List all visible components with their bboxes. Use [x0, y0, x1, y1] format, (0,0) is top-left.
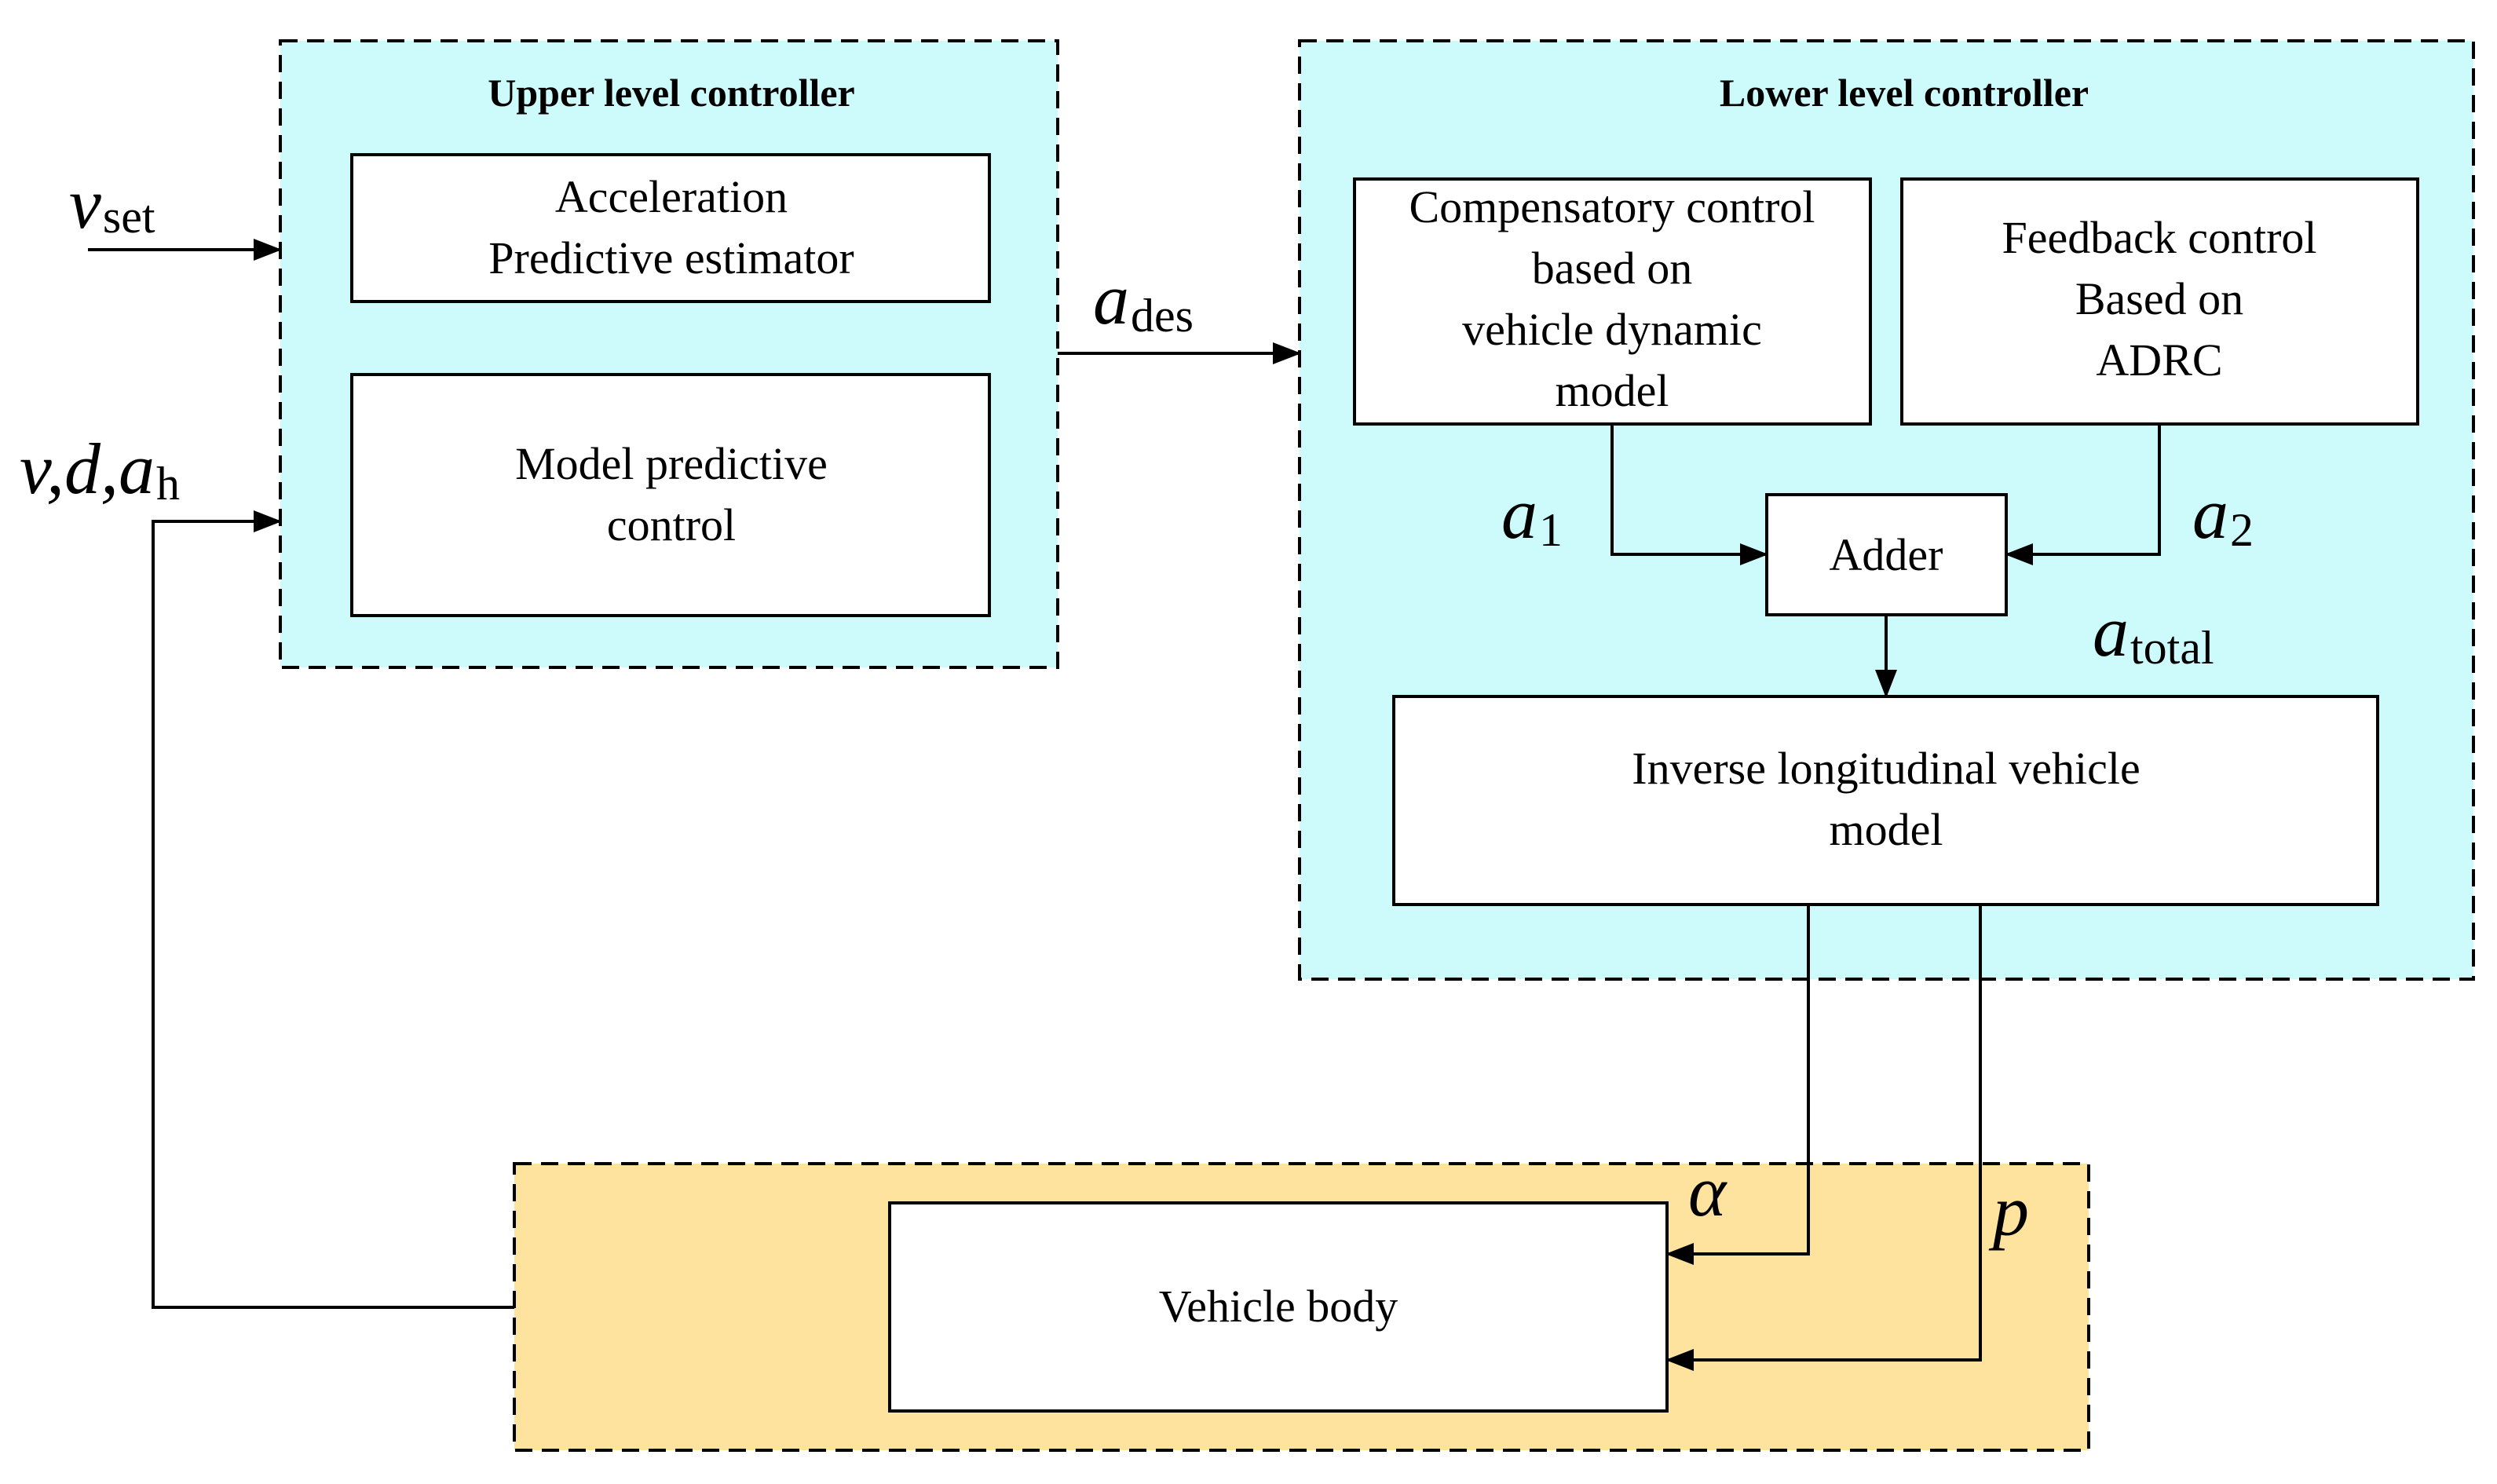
inverse-model-line1: Inverse longitudinal vehicle [1632, 743, 2140, 794]
adder-label: Adder [1830, 529, 1943, 580]
vehicle-body-block: Vehicle body [888, 1201, 1669, 1413]
acceleration-estimator-line2: Predictive estimator [488, 232, 854, 283]
compensatory-line4: model [1556, 365, 1669, 416]
compensatory-line3: vehicle dynamic [1462, 304, 1762, 355]
mpc-block: Model predictive control [350, 373, 991, 617]
a1-arrow [1610, 424, 1768, 565]
inverse-model-block: Inverse longitudinal vehicle model [1392, 695, 2379, 906]
acceleration-estimator-line1: Acceleration [555, 171, 788, 222]
compensatory-control-block: Compensatory control based on vehicle dy… [1353, 177, 1872, 426]
vehicle-body-label: Vehicle body [1159, 1281, 1398, 1332]
feedback-loop-line [152, 510, 514, 1309]
acceleration-estimator-block: Acceleration Predictive estimator [350, 153, 991, 303]
lower-controller-title: Lower level controller [1720, 71, 2089, 115]
compensatory-line2: based on [1532, 243, 1693, 294]
feedback-line3: ADRC [2096, 334, 2222, 386]
feedback-control-block: Feedback control Based on ADRC [1900, 177, 2419, 426]
alpha-arrow [1665, 905, 1810, 1265]
p-arrow [1665, 905, 1982, 1371]
compensatory-line1: Compensatory control [1409, 181, 1815, 232]
atotal-label: atotal [2093, 591, 2214, 674]
alpha-label: α [1688, 1151, 1727, 1231]
feedback-vars-label: v,d,ah [20, 429, 180, 510]
inverse-model-line2: model [1830, 804, 1943, 855]
mpc-line1: Model predictive [515, 438, 828, 489]
mpc-line2: control [607, 499, 736, 550]
p-label: p [1988, 1171, 2029, 1251]
vset-label: vset [69, 163, 155, 243]
ades-label: ades [1093, 259, 1194, 342]
upper-controller-title: Upper level controller [488, 71, 854, 115]
feedback-line2: Based on [2075, 273, 2243, 324]
adder-block: Adder [1765, 493, 2008, 616]
a1-label: a1 [1501, 473, 1563, 556]
a2-label: a2 [2192, 473, 2254, 556]
a2-arrow [2005, 424, 2161, 565]
feedback-line1: Feedback control [2002, 212, 2316, 263]
